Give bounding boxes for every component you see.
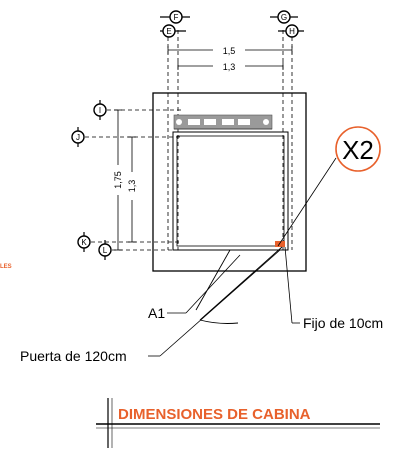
cabin-outer-wall [152, 92, 307, 272]
title-block: DIMENSIONES DE CABINA [96, 398, 380, 448]
svg-text:Puerta de 120cm: Puerta de 120cm [20, 348, 127, 364]
svg-text:K: K [81, 238, 87, 247]
svg-text:A1: A1 [148, 305, 165, 321]
svg-text:Fijo de 10cm: Fijo de 10cm [303, 315, 383, 331]
svg-text:F: F [174, 13, 179, 22]
fixed-panel [275, 241, 285, 247]
cabin-inner-floor-line [176, 135, 285, 247]
door-swing [195, 246, 283, 324]
edge-fragment-text: LES [0, 264, 12, 270]
dimension-outer-height: 1,75 [113, 109, 123, 251]
door-callout: Puerta de 120cm [20, 249, 281, 364]
grid-bubble-H: H [278, 24, 304, 38]
svg-text:I: I [99, 106, 101, 115]
grid-bubble-I: I [93, 100, 107, 120]
svg-text:H: H [289, 27, 295, 36]
dimension-outer-width: 1,5 [167, 46, 293, 56]
svg-text:J: J [76, 133, 80, 142]
svg-text:1,3: 1,3 [127, 180, 137, 193]
grid-bubble-E: E [160, 24, 186, 38]
svg-text:E: E [166, 27, 171, 36]
shower-fixture [173, 114, 273, 130]
svg-text:1,3: 1,3 [223, 62, 236, 72]
svg-text:G: G [281, 13, 287, 22]
multiplier-callout: X2 [277, 126, 381, 247]
title-text: DIMENSIONES DE CABINA [118, 406, 311, 423]
cabin-inner-floor [172, 131, 289, 251]
svg-text:1,75: 1,75 [113, 171, 123, 189]
dimension-inner-width: 1,3 [177, 62, 284, 72]
svg-text:X2: X2 [342, 135, 374, 165]
grid-bubble-J: J [71, 127, 85, 147]
dimension-inner-height: 1,3 [127, 136, 137, 243]
grid-bubble-K: K [77, 232, 91, 252]
grid-bubble-G: G [270, 10, 298, 24]
fixed-panel-callout: Fijo de 10cm [284, 246, 383, 331]
svg-text:1,5: 1,5 [223, 46, 236, 56]
tag-callout: A1 [148, 254, 241, 321]
grid-bubble-F: F [160, 10, 190, 24]
svg-text:L: L [103, 246, 108, 255]
grid-bubble-L: L [98, 240, 112, 260]
